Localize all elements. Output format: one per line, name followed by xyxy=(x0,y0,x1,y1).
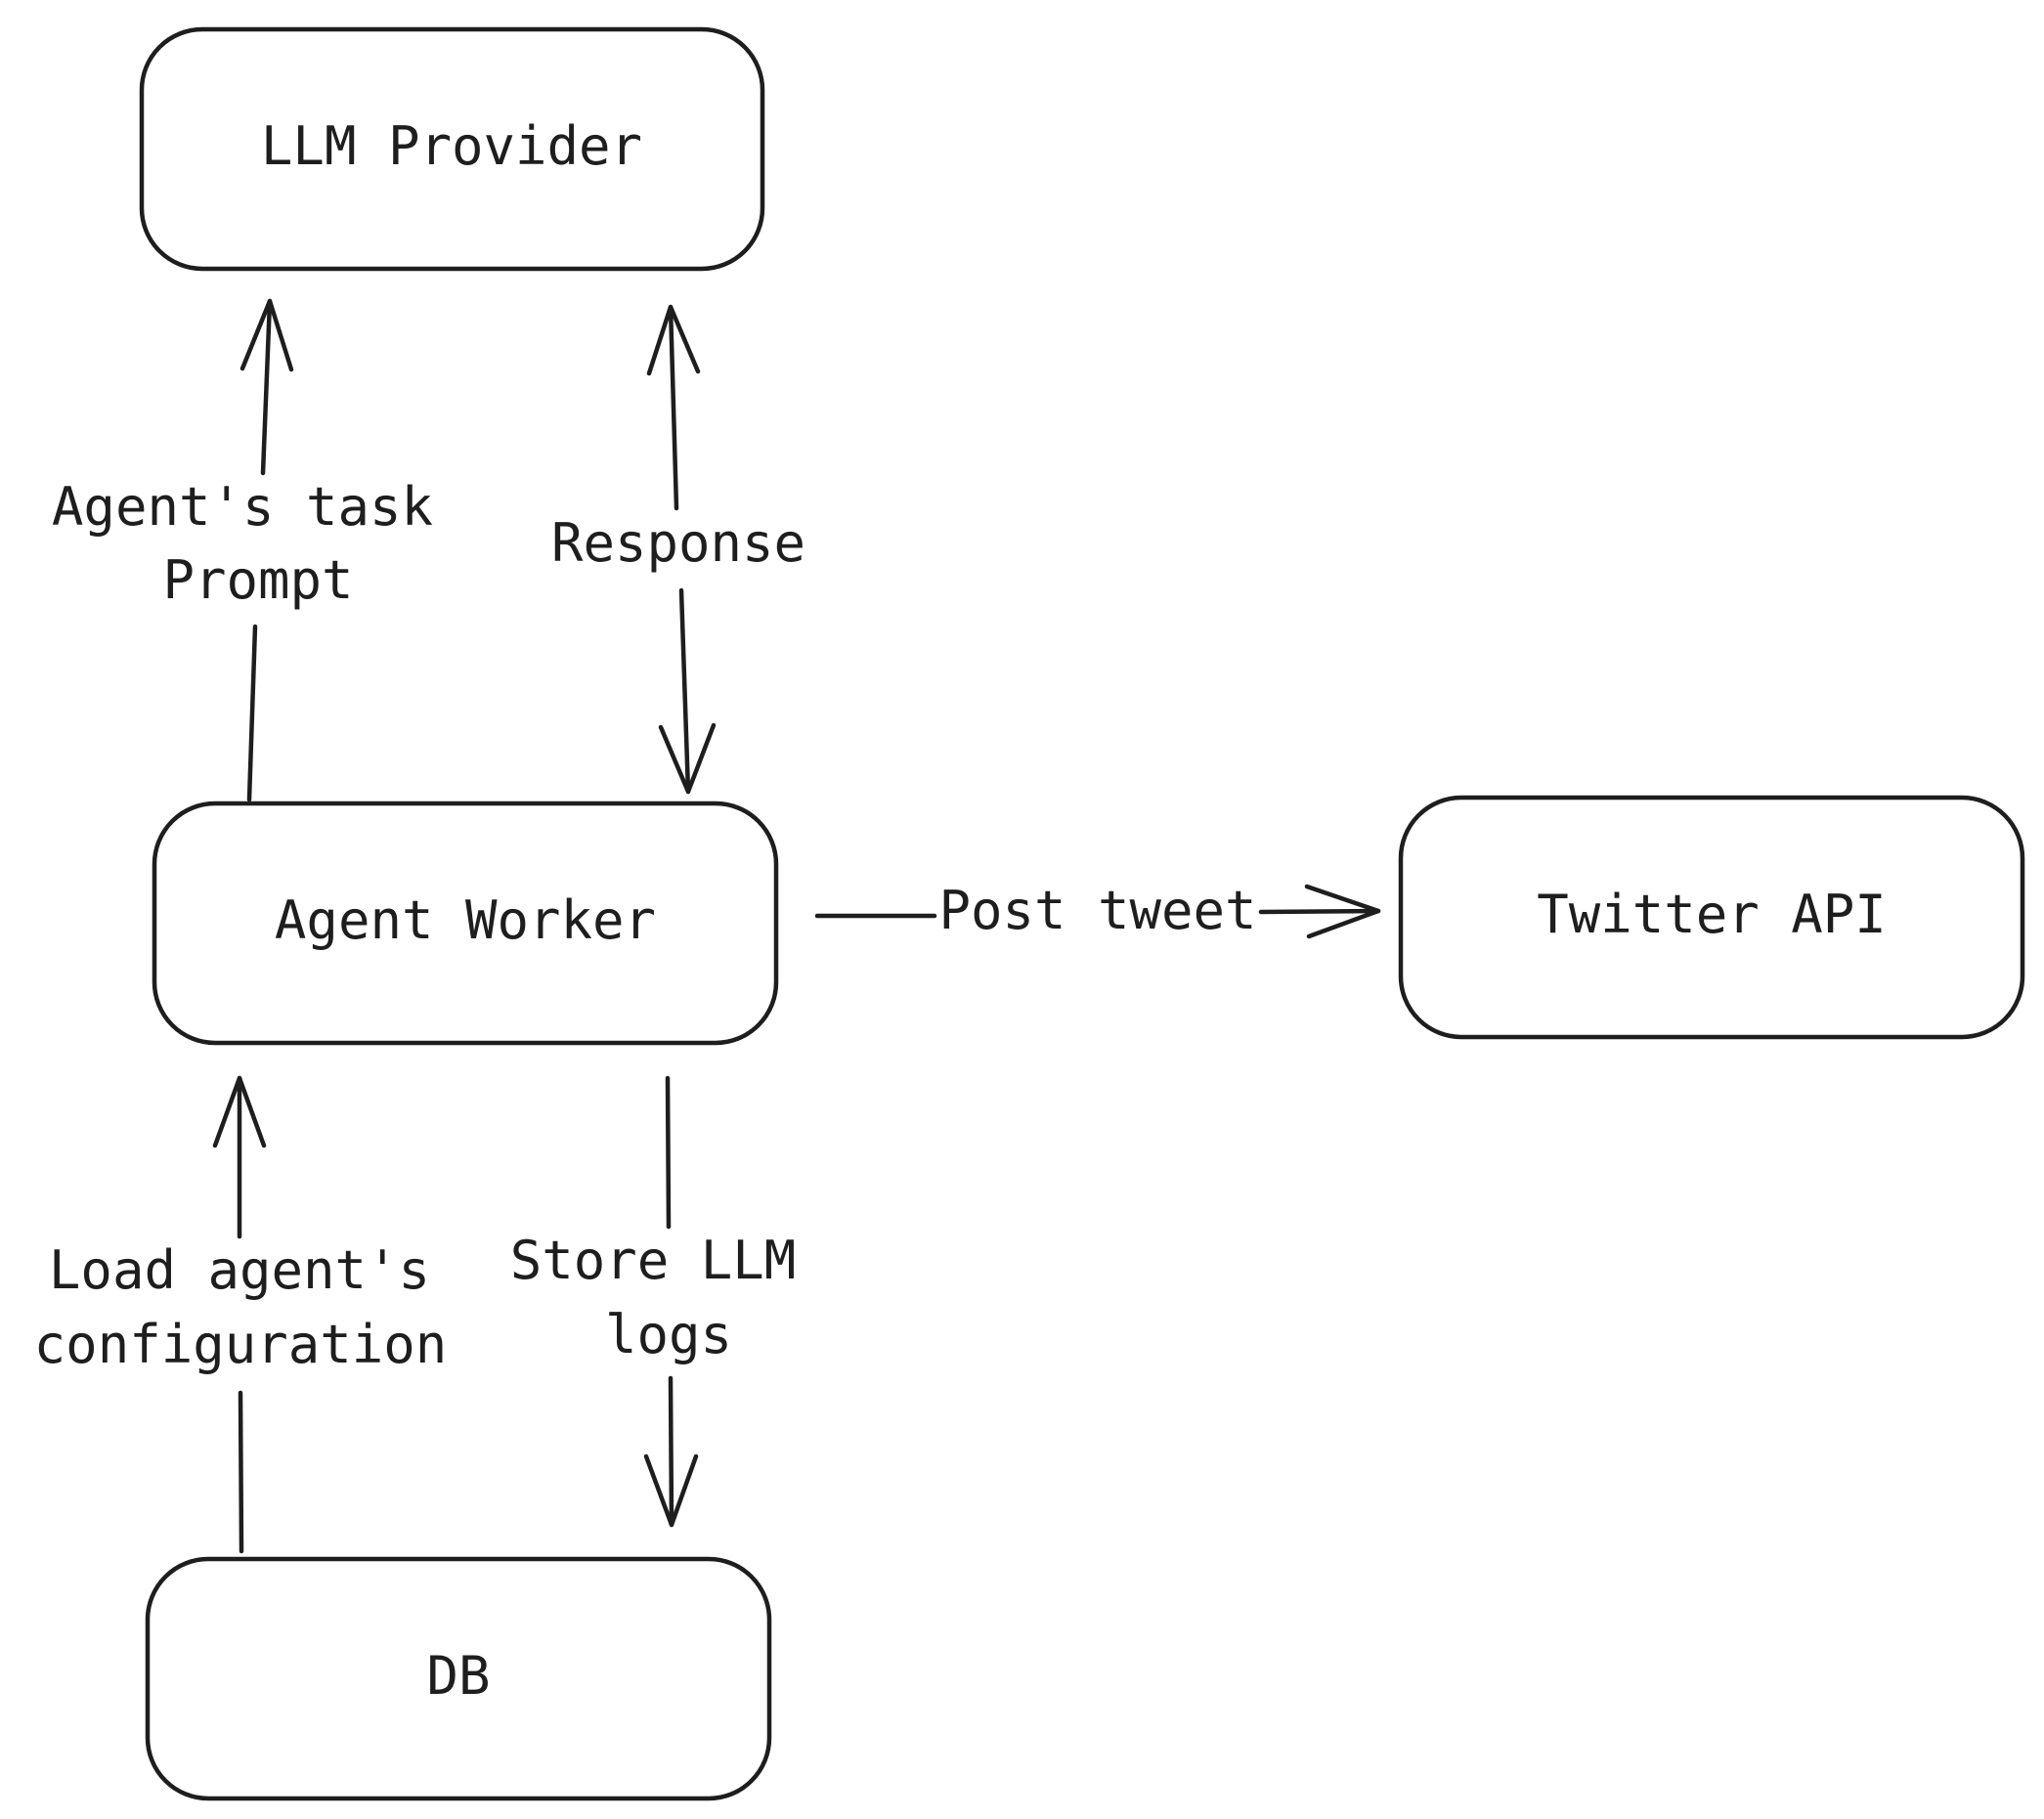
node-llm-provider[interactable]: LLM Provider xyxy=(139,26,765,272)
edge-store-logs[interactable]: Store LLM logs xyxy=(510,1075,797,1528)
edge-post-tweet[interactable]: Post tweet xyxy=(814,880,1381,941)
edge-store-logs-arrowhead xyxy=(643,1453,699,1528)
edge-store-logs-label-line1: Store LLM xyxy=(510,1230,797,1291)
node-twitter-api-box xyxy=(1398,795,2025,1040)
edge-response-arrowhead-down xyxy=(658,722,717,795)
edge-post-tweet-line-right xyxy=(1258,908,1381,915)
edge-response-line-upper xyxy=(668,304,679,511)
edge-task-prompt-line-upper xyxy=(260,298,273,476)
edge-task-prompt-label-line2: Prompt xyxy=(162,549,353,611)
edge-post-tweet-label: Post tweet xyxy=(938,880,1256,941)
edge-task-prompt-line-lower xyxy=(246,624,258,802)
edge-task-prompt[interactable]: Agent's task Prompt xyxy=(52,298,433,802)
edge-store-logs-label-line2: logs xyxy=(605,1304,732,1365)
node-agent-worker-label: Agent Worker xyxy=(275,889,656,951)
edge-load-config-label-line2: configuration xyxy=(34,1314,448,1375)
edge-response-arrowhead-up xyxy=(646,304,701,376)
edge-task-prompt-arrowhead xyxy=(239,298,294,372)
node-twitter-api[interactable]: Twitter API xyxy=(1398,795,2025,1040)
node-agent-worker[interactable]: Agent Worker xyxy=(152,801,779,1046)
edge-load-config-line-lower xyxy=(238,1390,244,1554)
edge-store-logs-line-upper xyxy=(665,1075,672,1230)
node-db[interactable]: DB xyxy=(145,1556,772,1801)
node-db-label: DB xyxy=(426,1645,490,1707)
node-llm-provider-box xyxy=(139,26,765,272)
edge-response-line-lower xyxy=(678,587,691,795)
node-agent-worker-box xyxy=(152,801,779,1046)
edge-load-config-label-line1: Load agent's xyxy=(49,1239,430,1301)
edge-response-label: Response xyxy=(551,512,805,574)
edge-task-prompt-label-line1: Agent's task xyxy=(52,476,433,538)
edge-response[interactable]: Response xyxy=(551,304,805,795)
edge-store-logs-line-lower xyxy=(668,1375,674,1528)
edge-load-config-arrowhead xyxy=(212,1075,267,1148)
node-db-box xyxy=(145,1556,772,1801)
node-twitter-api-label: Twitter API xyxy=(1537,884,1887,945)
edge-load-config[interactable]: Load agent's configuration xyxy=(34,1075,448,1554)
edge-post-tweet-arrowhead xyxy=(1304,884,1381,939)
node-llm-provider-label: LLM Provider xyxy=(261,115,642,177)
